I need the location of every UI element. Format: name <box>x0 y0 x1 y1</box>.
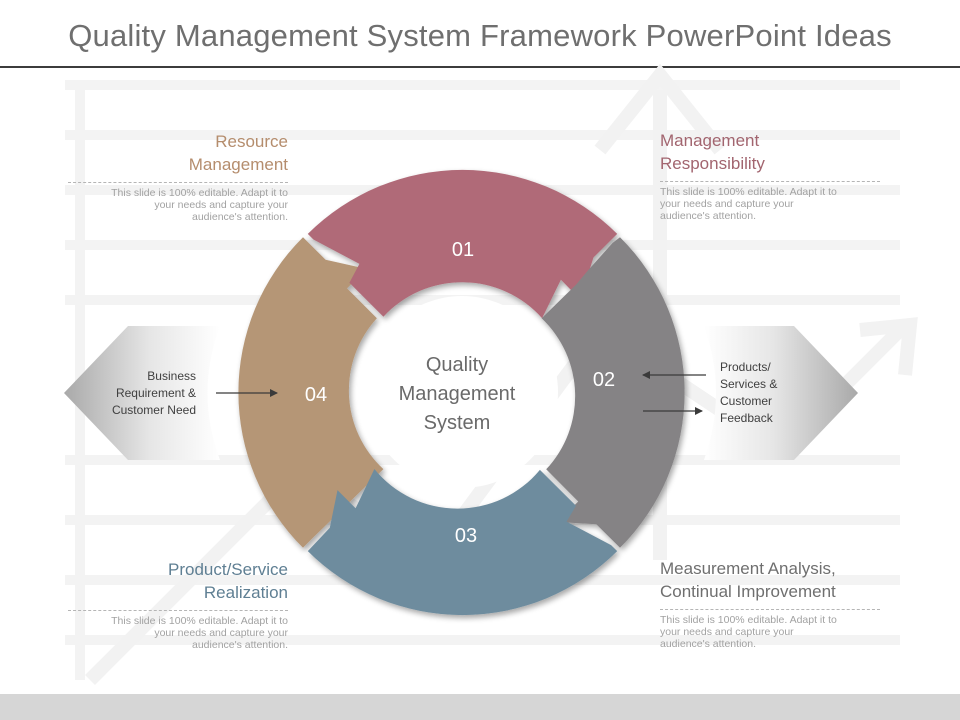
right-arrow-line-1: Products/ <box>720 360 771 374</box>
block-heading: Management Responsibility <box>660 129 880 175</box>
segment-04-shape <box>238 237 384 548</box>
block-divider <box>68 182 288 183</box>
center-label-line-2: Management <box>399 383 516 405</box>
block-divider <box>660 181 880 182</box>
heading-line-1: Product/Service <box>168 560 288 579</box>
slide-title: Quality Management System Framework Powe… <box>68 18 892 53</box>
measurement-analysis-block: Measurement Analysis, Continual Improvem… <box>660 557 880 650</box>
desc-line-1: This slide is 100% editable. Adapt it to <box>660 614 837 626</box>
left-arrow-line-3: Customer Need <box>111 403 196 417</box>
heading-line-2: Responsibility <box>660 154 765 173</box>
desc-line-2: your needs and capture your <box>154 627 288 639</box>
heading-line-2: Management <box>188 155 288 174</box>
segment-04-number: 04 <box>305 384 327 406</box>
heading-line-1: Measurement Analysis, <box>660 559 836 578</box>
desc-line-3: audience's attention. <box>192 211 288 223</box>
block-heading: Measurement Analysis, Continual Improvem… <box>660 557 880 603</box>
heading-line-1: Management <box>660 131 760 150</box>
right-arrow-line-2: Services & <box>720 377 778 391</box>
desc-line-3: audience's attention. <box>660 210 756 222</box>
segment-01-shape <box>307 169 618 319</box>
block-divider <box>660 609 880 610</box>
center-label-line-3: System <box>424 412 491 434</box>
block-description: This slide is 100% editable. Adapt it to… <box>660 614 880 650</box>
desc-line-3: audience's attention. <box>192 639 288 651</box>
left-arrow-line-1: Business <box>147 369 196 383</box>
heading-line-1: Resource <box>215 132 288 151</box>
center-label-line-1: Quality <box>426 354 488 376</box>
product-service-realization-block: Product/Service Realization This slide i… <box>68 558 288 651</box>
block-description: This slide is 100% editable. Adapt it to… <box>68 187 288 223</box>
center-circle <box>366 296 558 488</box>
resource-management-block: Resource Management This slide is 100% e… <box>68 130 288 223</box>
desc-line-2: your needs and capture your <box>154 199 288 211</box>
left-arrow-label: Business Requirement & Customer Need <box>80 368 196 419</box>
heading-line-2: Realization <box>203 583 288 602</box>
block-heading: Resource Management <box>68 130 288 176</box>
segment-02-shape <box>541 237 685 548</box>
footer-band <box>0 694 960 720</box>
right-arrow-line-3: Customer <box>720 394 773 408</box>
desc-line-1: This slide is 100% editable. Adapt it to <box>111 615 288 627</box>
block-divider <box>68 610 288 611</box>
block-description: This slide is 100% editable. Adapt it to… <box>660 186 880 222</box>
right-arrow-line-4: Feedback <box>720 411 773 425</box>
right-arrow-shape <box>704 326 858 460</box>
desc-line-2: your needs and capture your <box>660 198 794 210</box>
title-divider <box>0 66 960 68</box>
block-heading: Product/Service Realization <box>68 558 288 604</box>
right-arrow-label: Products/ Services & Customer Feedback <box>720 359 820 427</box>
segment-02-number: 02 <box>593 369 615 391</box>
management-responsibility-block: Management Responsibility This slide is … <box>660 129 880 222</box>
left-arrow-shape <box>64 326 220 460</box>
left-arrow-line-2: Requirement & <box>115 386 196 400</box>
block-description: This slide is 100% editable. Adapt it to… <box>68 615 288 651</box>
segment-03-number: 03 <box>455 525 477 547</box>
segment-03-shape <box>307 469 618 616</box>
desc-line-2: your needs and capture your <box>660 626 794 638</box>
desc-line-3: audience's attention. <box>660 638 756 650</box>
heading-line-2: Continual Improvement <box>660 582 836 601</box>
desc-line-1: This slide is 100% editable. Adapt it to <box>111 187 288 199</box>
segment-01-number: 01 <box>452 239 474 261</box>
desc-line-1: This slide is 100% editable. Adapt it to <box>660 186 837 198</box>
